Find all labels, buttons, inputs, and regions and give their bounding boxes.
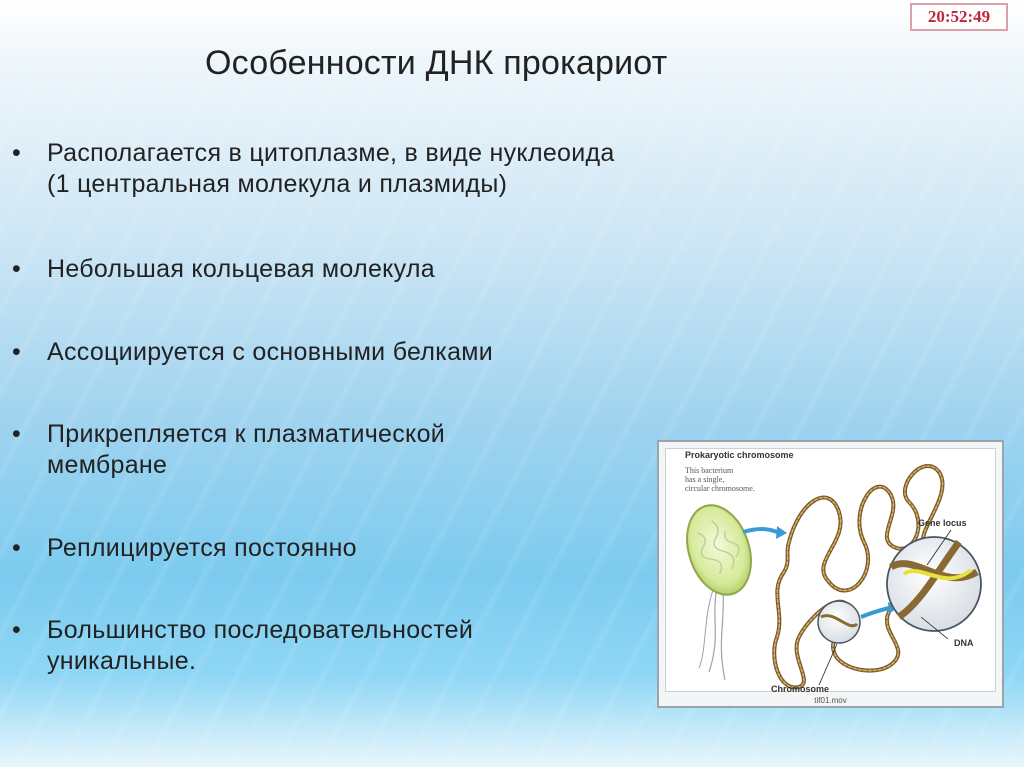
bullet-item: • Большинство последовательностей уникал… <box>12 615 622 677</box>
magnifier-large <box>886 536 982 632</box>
bullet-text: Небольшая кольцевая молекула <box>47 255 436 283</box>
magnifier-small <box>817 600 861 644</box>
bullet-text: Ассоциируется с основными белками <box>47 338 494 366</box>
label-gene-locus: Gene locus <box>918 518 967 528</box>
bullet-marker: • <box>12 255 22 283</box>
clock: 20:52:49 <box>910 3 1008 31</box>
figure-caption: tif01.mov <box>814 696 847 705</box>
slide-title: Особенности ДНК прокариот <box>205 44 668 82</box>
figure-note-line: has a single, <box>685 475 725 484</box>
label-dna: DNA <box>954 638 974 648</box>
figure-note-line: This bacterium <box>685 466 734 475</box>
bullet-marker: • <box>12 139 22 167</box>
bullet-item: • Располагается в цитоплазме, в виде нук… <box>12 138 622 200</box>
chromosome-illustration <box>686 464 982 690</box>
bullet-item: • Реплицируется постоянно <box>12 533 622 564</box>
bullet-item: • Прикрепляется к плазматической мембран… <box>12 419 622 481</box>
figure-note-line: circular chromosome. <box>685 484 755 493</box>
bacterium-cell <box>686 504 752 596</box>
bullet-item: • Небольшая кольцевая молекула <box>12 254 622 285</box>
bullet-text: Располагается в цитоплазме, в виде нукле… <box>47 139 615 198</box>
bullet-marker: • <box>12 420 22 448</box>
bullet-marker: • <box>12 338 22 366</box>
figure-heading: Prokaryotic chromosome <box>685 450 794 460</box>
bullet-text: Большинство последовательностей уникальн… <box>47 616 474 675</box>
bullet-text: Прикрепляется к плазматической мембране <box>47 420 446 479</box>
bullet-marker: • <box>12 534 22 562</box>
chromosome-figure: Prokaryotic chromosome This bacterium ha… <box>657 440 1004 708</box>
bullet-item: • Ассоциируется с основными белками <box>12 337 622 368</box>
bullet-list: • Располагается в цитоплазме, в виде нук… <box>12 138 622 677</box>
bullet-marker: • <box>12 616 22 644</box>
figure-note: This bacterium has a single, circular ch… <box>685 466 755 493</box>
bullet-text: Реплицируется постоянно <box>47 534 357 562</box>
label-chromosome: Chromosome <box>771 684 830 694</box>
